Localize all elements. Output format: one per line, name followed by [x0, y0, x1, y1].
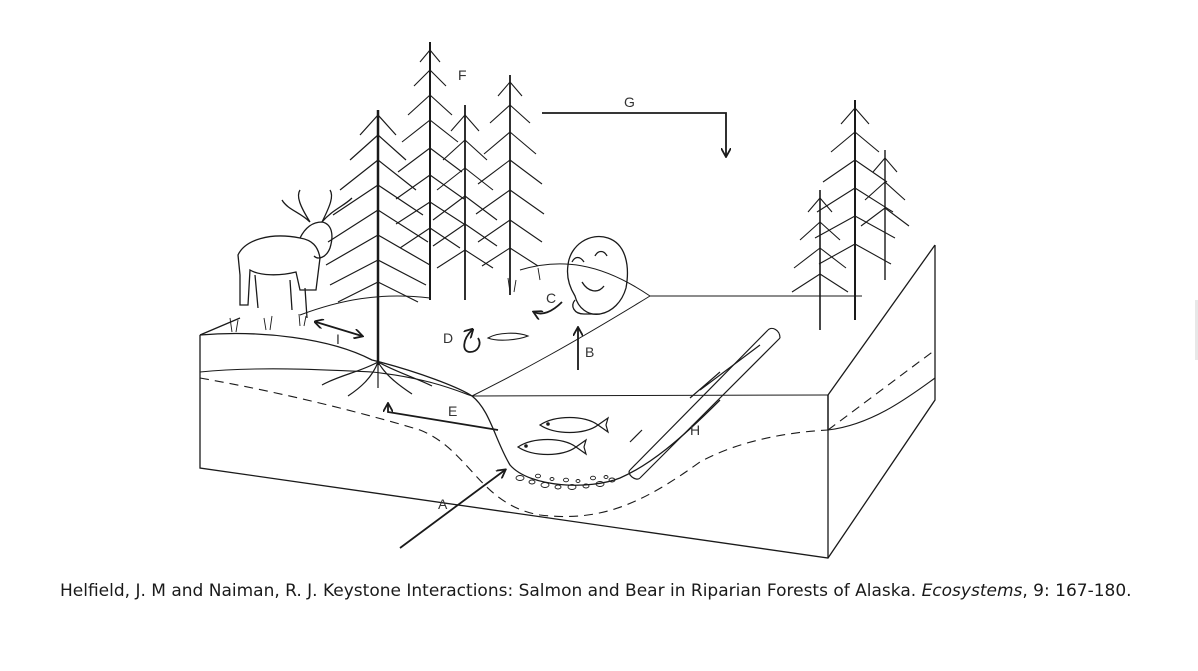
label-f: F — [458, 67, 467, 83]
fish-carcass — [486, 332, 530, 341]
label-e: E — [448, 403, 457, 419]
arrow-a — [399, 470, 505, 549]
label-c: C — [546, 290, 556, 306]
arrow-g — [542, 112, 726, 156]
label-h: H — [690, 422, 700, 438]
arrow-c — [534, 301, 563, 314]
caption-volume-pages: , 9: 167-180. — [1022, 581, 1132, 601]
scroll-edge — [1195, 300, 1198, 360]
stream-channel — [471, 395, 829, 486]
arrow-i — [316, 322, 362, 336]
gravel-bed — [515, 473, 616, 490]
citation-caption: Helfield, J. M and Naiman, R. J. Keyston… — [60, 579, 1170, 604]
bear-illustration — [566, 235, 629, 315]
soil-layers — [199, 349, 936, 518]
conifer-tree-tall — [395, 42, 545, 300]
moose-illustration — [237, 189, 353, 319]
caption-text: Helfield, J. M and Naiman, R. J. Keyston… — [60, 581, 917, 601]
salmon-upper — [538, 416, 610, 434]
label-b: B — [585, 344, 594, 360]
label-i: I — [336, 331, 340, 347]
conifer-trees-right — [791, 100, 910, 330]
grass — [229, 267, 541, 333]
label-d: D — [443, 330, 453, 346]
fallen-log — [628, 327, 781, 480]
arrows — [316, 112, 726, 549]
label-a: A — [438, 496, 448, 512]
salmon-lower — [516, 438, 588, 456]
caption-journal: Ecosystems — [921, 581, 1023, 601]
arrow-h — [629, 429, 643, 443]
label-g: G — [624, 94, 635, 110]
arrow-d — [464, 330, 481, 353]
terrain-block — [199, 244, 936, 559]
conifer-tree-main — [321, 110, 433, 397]
arrow-e — [388, 404, 499, 431]
